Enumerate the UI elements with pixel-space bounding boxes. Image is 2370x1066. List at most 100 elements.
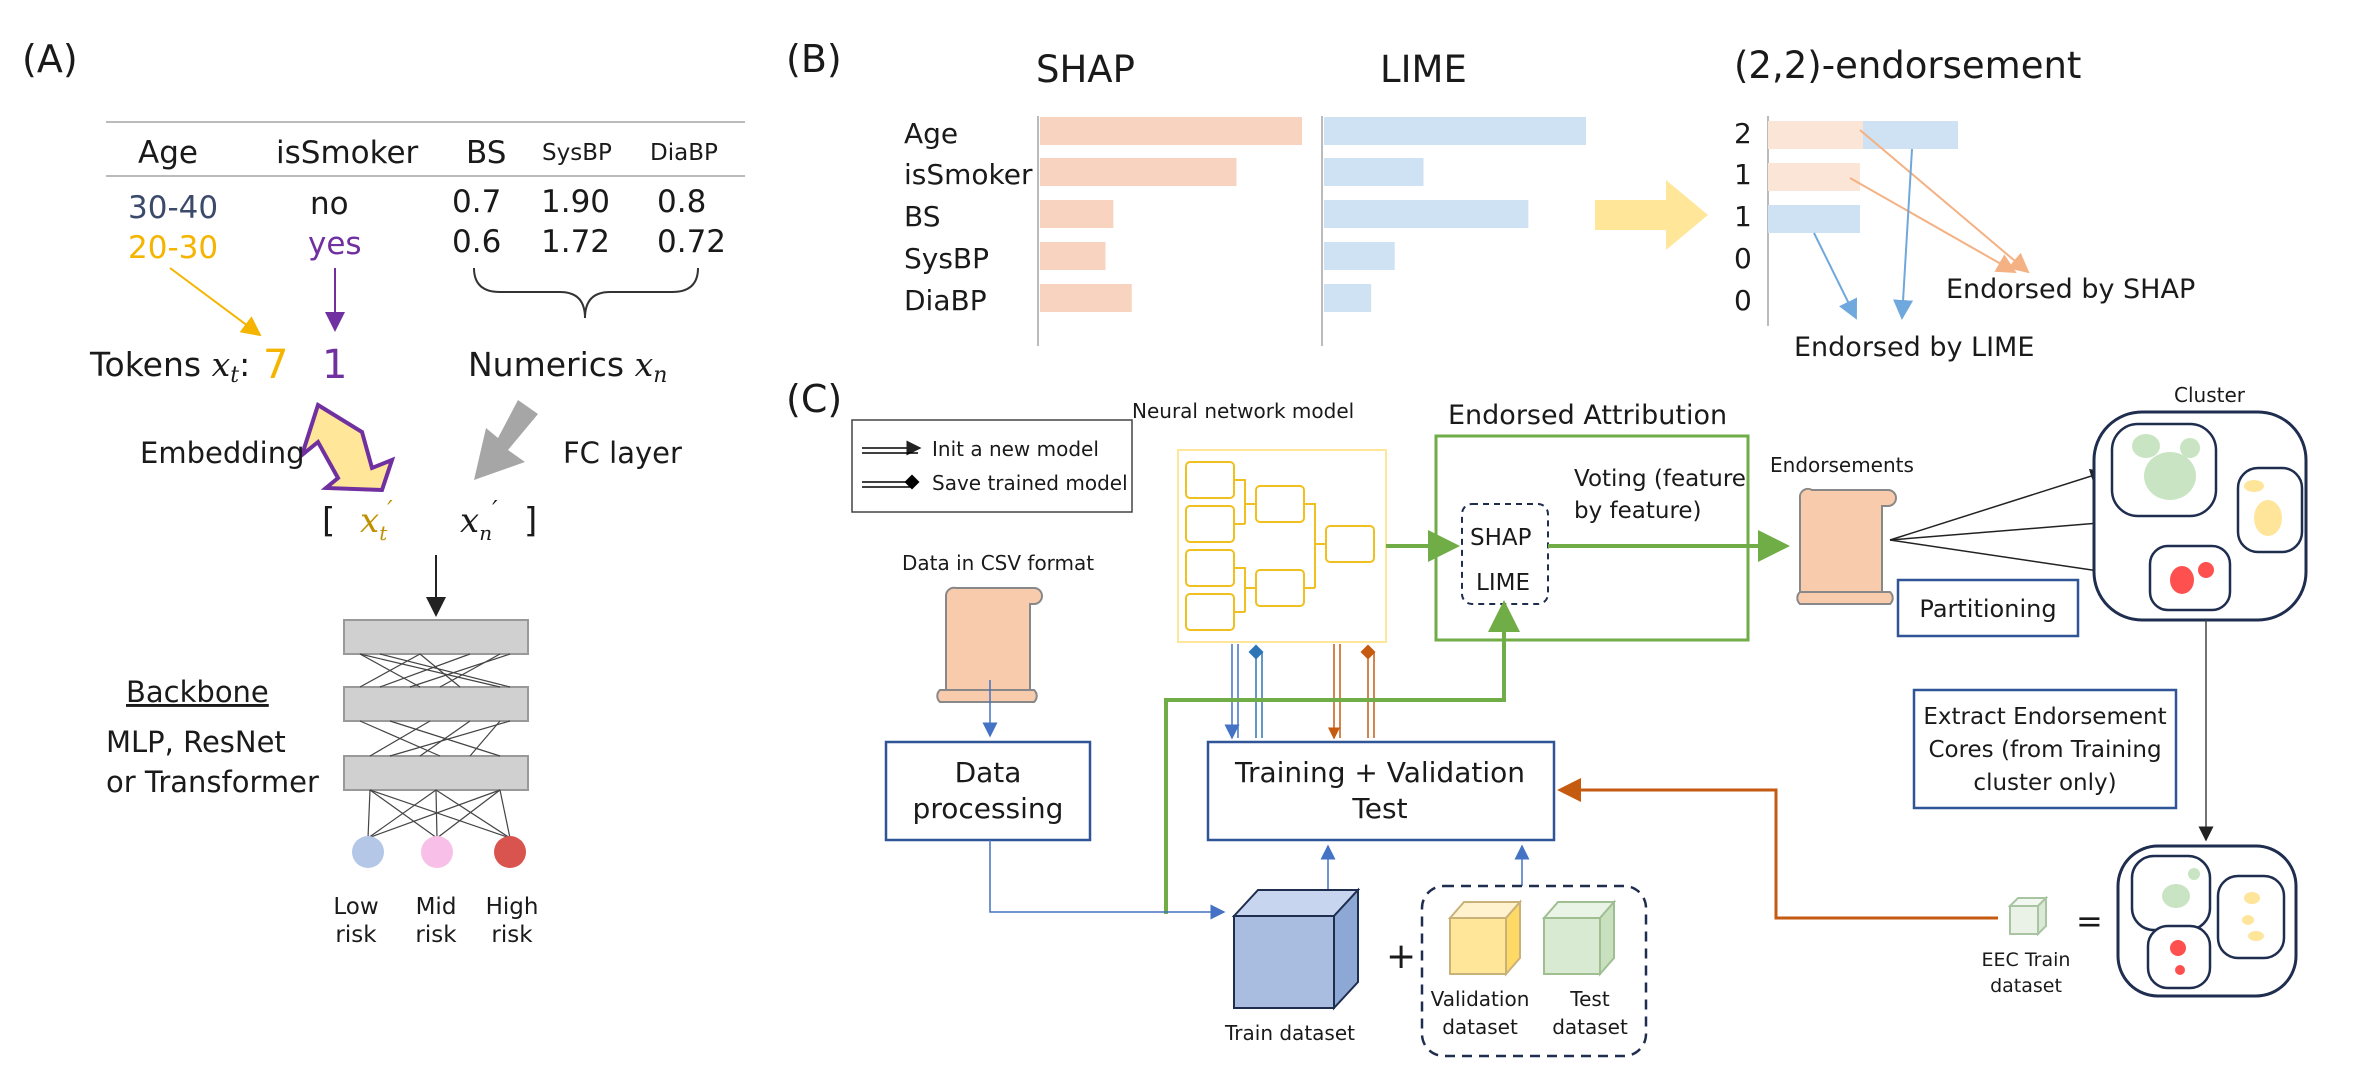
shap-endorse-arrow-2 (1849, 177, 2017, 273)
eec-yellow-blob-1 (2244, 892, 2260, 904)
cluster-yellow-blob-2 (2244, 480, 2264, 492)
row1-diabp: 0.8 (657, 184, 706, 220)
output-low-line2: risk (335, 922, 377, 948)
csv-title: Data in CSV format (902, 551, 1094, 575)
token-value-smoker: 1 (322, 342, 347, 388)
explainer-lime: LIME (1476, 570, 1530, 596)
endorse-age-shap-bar (1768, 121, 1863, 149)
shap-bar-sysbp (1040, 242, 1106, 270)
shap-bar-bs (1040, 200, 1114, 228)
eec-line3: cluster only) (1973, 770, 2116, 796)
cluster-red-blob-1 (2170, 566, 2194, 594)
cluster-green-blob-1 (2144, 452, 2196, 500)
lime-bar-bs (1324, 200, 1529, 228)
equals-sign: = (2076, 902, 2103, 940)
data-processing-line1: Data (955, 756, 1022, 789)
panel-b: (B) SHAP LIME (2,2)-endorsement AgeisSmo… (786, 37, 2195, 363)
shap-bar-issmoker (1040, 158, 1237, 186)
row1-bs: 0.7 (452, 184, 501, 220)
eec-yellow-blob-2 (2242, 915, 2254, 925)
shap-bar-diabp (1040, 284, 1132, 312)
eec-box (1912, 688, 2178, 810)
shap-bars (1040, 117, 1302, 312)
panel-a-label: (A) (22, 37, 78, 81)
lime-bars (1324, 117, 1586, 312)
lime-bar-diabp (1324, 284, 1372, 312)
high-risk-node (494, 836, 526, 868)
backbone-line-2: or Transformer (106, 765, 319, 799)
endorse-count-age: 2 (1734, 117, 1752, 150)
eec-to-training-arrow (1557, 778, 1998, 920)
output-mid-line1: Mid (416, 894, 457, 920)
legend-box (851, 419, 1133, 513)
lime-bar-sysbp (1324, 242, 1395, 270)
output-high-line1: High (486, 894, 539, 920)
eec-green-blob-1 (2162, 884, 2190, 908)
header-sysbp: SysBP (542, 140, 612, 166)
feature-label-issmoker: isSmoker (904, 158, 1033, 191)
cluster-label: Cluster (2174, 383, 2246, 407)
row2-smoker: yes (308, 226, 362, 262)
lime-endorse-arrow-2 (1893, 148, 1914, 320)
numerics-brace (473, 267, 699, 319)
cluster-green-blob-3 (2180, 438, 2200, 458)
feature-label-diabp: DiaBP (904, 284, 987, 317)
nn-nodes (1185, 461, 1375, 631)
eec-red-blob-2 (2175, 965, 2185, 975)
big-yellow-arrow (1595, 180, 1708, 250)
validation-line1: Validation (1431, 987, 1530, 1011)
train-dataset-cube-icon (1231, 887, 1361, 1011)
eec-green-blob-2 (2188, 868, 2200, 880)
endorse-issmoker-shap-bar (1768, 163, 1860, 191)
eec-line1: Extract Endorsement (1923, 704, 2166, 730)
row1-sysbp: 1.90 (541, 184, 610, 220)
tokens-label: Tokens xt: (89, 345, 250, 388)
eec-line2: Cores (from Training (1928, 737, 2161, 763)
row2-age: 20-30 (128, 230, 218, 266)
eec-yellow-blob-3 (2248, 931, 2264, 941)
lime-bar-issmoker (1324, 158, 1424, 186)
legend-init-label: Init a new model (932, 437, 1099, 461)
processing-to-train-arrow (989, 840, 1226, 920)
partitioning-box (1896, 578, 2080, 638)
feature-label-bs: BS (904, 200, 941, 233)
lime-bar-age (1324, 117, 1586, 145)
cluster-red-blob-2 (2198, 562, 2214, 578)
backbone-layer-1 (343, 619, 529, 655)
embedded-token-vector: xt′ (360, 496, 393, 545)
low-risk-node (352, 836, 384, 868)
row2-diabp: 0.72 (657, 224, 726, 260)
endorse-age-lime-bar (1863, 121, 1958, 149)
shap-title: SHAP (1036, 48, 1135, 91)
legend-save-label: Save trained model (932, 471, 1128, 495)
embedding-arrow-icon (298, 401, 396, 493)
output-low-line1: Low (333, 894, 378, 920)
test-line2: dataset (1552, 1015, 1628, 1039)
panel-a: (A) Age isSmoker BS SysBP DiaBP 30-40 no… (22, 37, 745, 948)
numerics-label: Numerics xn (468, 345, 667, 388)
data-processing-box (884, 740, 1092, 842)
to-cluster1-arrow (1889, 468, 2106, 541)
endorsed-by-shap-label: Endorsed by SHAP (1946, 274, 2195, 305)
tvt-line1: Training + Validation (1234, 756, 1525, 789)
tvt-line2: Test (1351, 792, 1407, 825)
endorse-count-issmoker: 1 (1734, 158, 1752, 191)
endorse-bs-lime-bar (1768, 205, 1860, 233)
lime-endorse-arrow-1 (1813, 232, 1857, 320)
shap-endorse-arrow-1 (1859, 129, 2030, 274)
voting-line2: by feature) (1574, 498, 1702, 524)
endorse-count-diabp: 0 (1734, 284, 1752, 317)
row2-bs: 0.6 (452, 224, 501, 260)
lime-title: LIME (1380, 48, 1467, 91)
endorse-count-bs: 1 (1734, 200, 1752, 233)
eec-train-line2: dataset (1990, 975, 2062, 997)
header-issmoker: isSmoker (276, 135, 419, 171)
row1-smoker: no (310, 186, 349, 222)
nn-title: Neural network model (1132, 399, 1354, 423)
backbone-network (343, 619, 529, 868)
feature-label-age: Age (904, 117, 958, 150)
fc-layer-arrow-icon (474, 400, 538, 480)
